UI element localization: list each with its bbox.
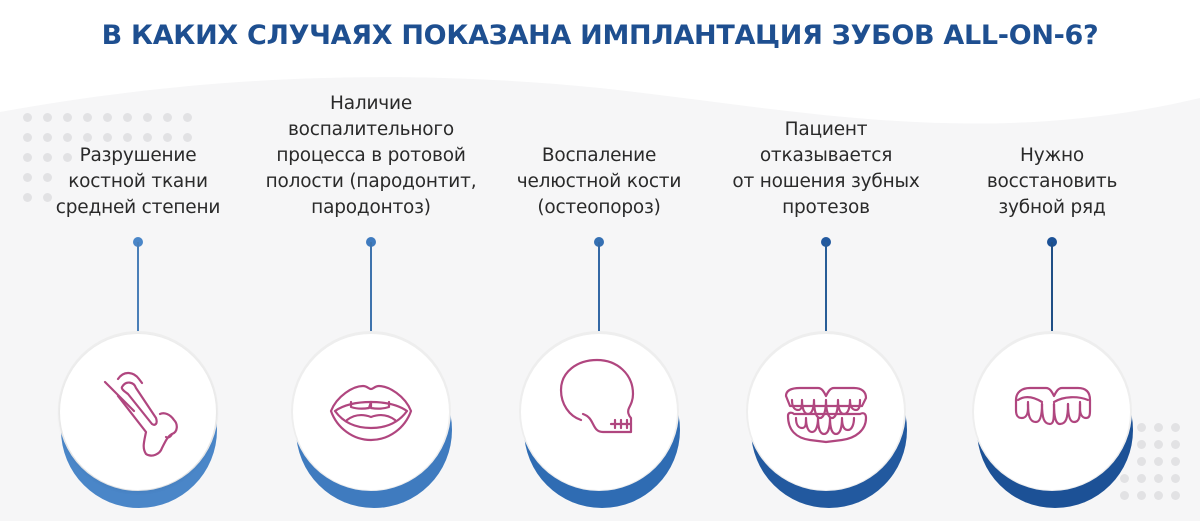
icon-disc — [521, 334, 677, 490]
page-title: В КАКИХ СЛУЧАЯХ ПОКАЗАНА ИМПЛАНТАЦИЯ ЗУБ… — [101, 20, 1099, 51]
indication-card-jaw-inflammation: Воспаление челюстной кости (остеопороз) — [479, 0, 719, 521]
open-mouth-icon — [329, 384, 413, 442]
dentures-icon — [784, 386, 868, 444]
indication-card-refuses-dentures: Пациент отказывается от ношения зубных п… — [706, 0, 946, 521]
dot-grid-decoration-right — [1115, 418, 1183, 503]
indication-card-restore-dentition: Нужно восстановить зубной ряд — [932, 0, 1172, 521]
indication-label: Разрушение костной ткани средней степени — [55, 145, 221, 218]
tooth-row-icon — [1014, 386, 1092, 426]
indication-label: Нужно восстановить зубной ряд — [986, 145, 1118, 218]
icon-disc — [748, 334, 904, 490]
skull-icon — [559, 358, 635, 434]
indication-card-bone-destruction: Разрушение костной ткани средней степени — [18, 0, 258, 521]
connector-line — [825, 242, 827, 334]
dot-grid-decoration-left — [18, 108, 198, 208]
indication-card-inflammation-oral: Наличие воспалительного процесса в ротов… — [251, 0, 491, 521]
connector-line — [1051, 242, 1053, 334]
indication-label: Наличие воспалительного процесса в ротов… — [265, 93, 477, 218]
icon-disc — [293, 334, 449, 490]
connector-line — [370, 242, 372, 334]
connector-line — [137, 242, 139, 334]
bone-fracture-icon — [103, 371, 178, 457]
connector-line — [598, 242, 600, 334]
icon-disc — [974, 334, 1130, 490]
indication-label: Пациент отказывается от ношения зубных п… — [732, 119, 920, 218]
icon-disc — [60, 334, 216, 490]
indication-label: Воспаление челюстной кости (остеопороз) — [516, 145, 682, 218]
